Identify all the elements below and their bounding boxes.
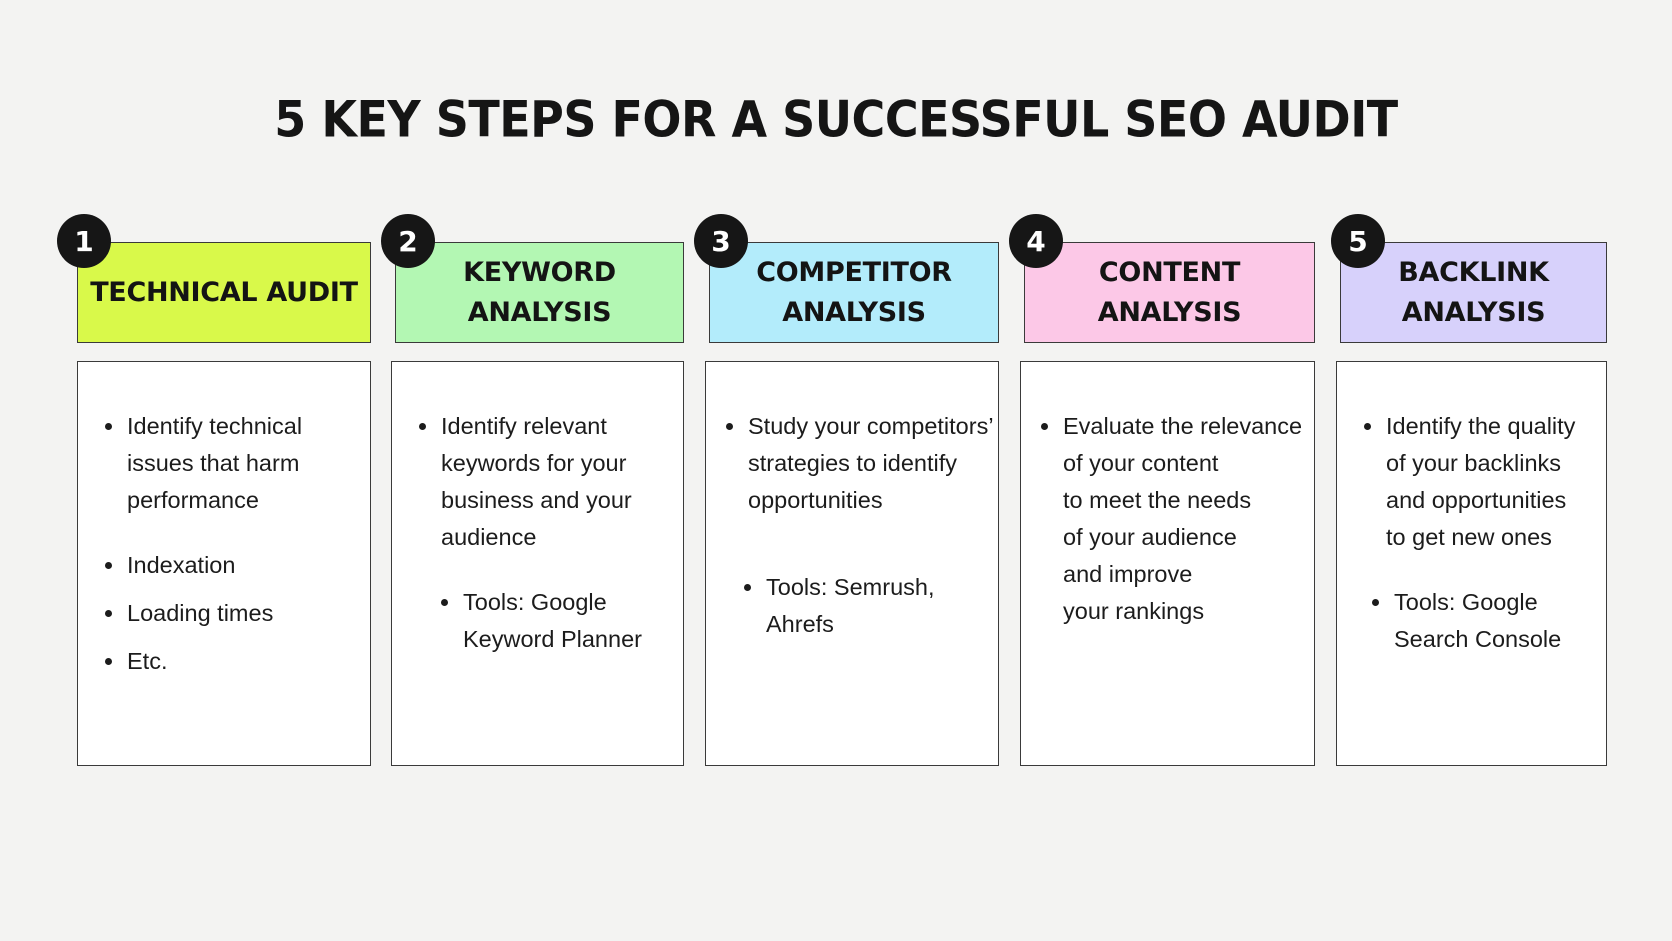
step-label: COMPETITOR ANALYSIS <box>756 256 952 328</box>
step-header: KEYWORD ANALYSIS <box>395 242 684 343</box>
step-details-card: Identify the quality of your backlinks a… <box>1336 361 1607 766</box>
step-number-badge: 5 <box>1331 214 1385 268</box>
bullet-item: Identify technical issues that harm perf… <box>105 408 302 519</box>
bullet-item: Indexation <box>105 547 302 584</box>
step-details-card: Evaluate the relevance of your content t… <box>1020 361 1315 766</box>
bullet-list: Identify relevant keywords for your busi… <box>419 408 642 658</box>
step-header: COMPETITOR ANALYSIS <box>709 242 999 343</box>
step-header: BACKLINK ANALYSIS <box>1340 242 1607 343</box>
step-details-card: Identify relevant keywords for your busi… <box>391 361 684 766</box>
bullet-item: Etc. <box>105 643 302 680</box>
step-label: TECHNICAL AUDIT <box>90 276 358 308</box>
bullet-item: Tools: Semrush, Ahrefs <box>744 569 994 643</box>
step-label: BACKLINK ANALYSIS <box>1398 256 1549 328</box>
bullet-list: Identify the quality of your backlinks a… <box>1364 408 1575 658</box>
bullet-item: Tools: Google Keyword Planner <box>441 584 642 658</box>
bullet-item: Evaluate the relevance of your content t… <box>1041 408 1302 630</box>
bullet-item: Identify the quality of your backlinks a… <box>1364 408 1575 556</box>
bullet-item: Loading times <box>105 595 302 632</box>
step-header: CONTENT ANALYSIS <box>1024 242 1315 343</box>
bullet-item: Identify relevant keywords for your busi… <box>419 408 642 556</box>
bullet-list: Evaluate the relevance of your content t… <box>1041 408 1302 630</box>
step-number-badge: 2 <box>381 214 435 268</box>
bullet-item: Study your competitors’ strategies to id… <box>726 408 994 519</box>
step-header: TECHNICAL AUDIT <box>77 242 371 343</box>
step-label: KEYWORD ANALYSIS <box>463 256 616 328</box>
bullet-list: Identify technical issues that harm perf… <box>105 408 302 680</box>
step-label: CONTENT ANALYSIS <box>1097 256 1242 328</box>
step-number-badge: 4 <box>1009 214 1063 268</box>
bullet-list: Study your competitors’ strategies to id… <box>726 408 994 643</box>
step-details-card: Study your competitors’ strategies to id… <box>705 361 999 766</box>
step-details-card: Identify technical issues that harm perf… <box>77 361 371 766</box>
bullet-item: Tools: Google Search Console <box>1372 584 1575 658</box>
page-title: 5 KEY STEPS FOR A SUCCESSFUL SEO AUDIT <box>274 89 1398 149</box>
step-number-badge: 1 <box>57 214 111 268</box>
step-number-badge: 3 <box>694 214 748 268</box>
